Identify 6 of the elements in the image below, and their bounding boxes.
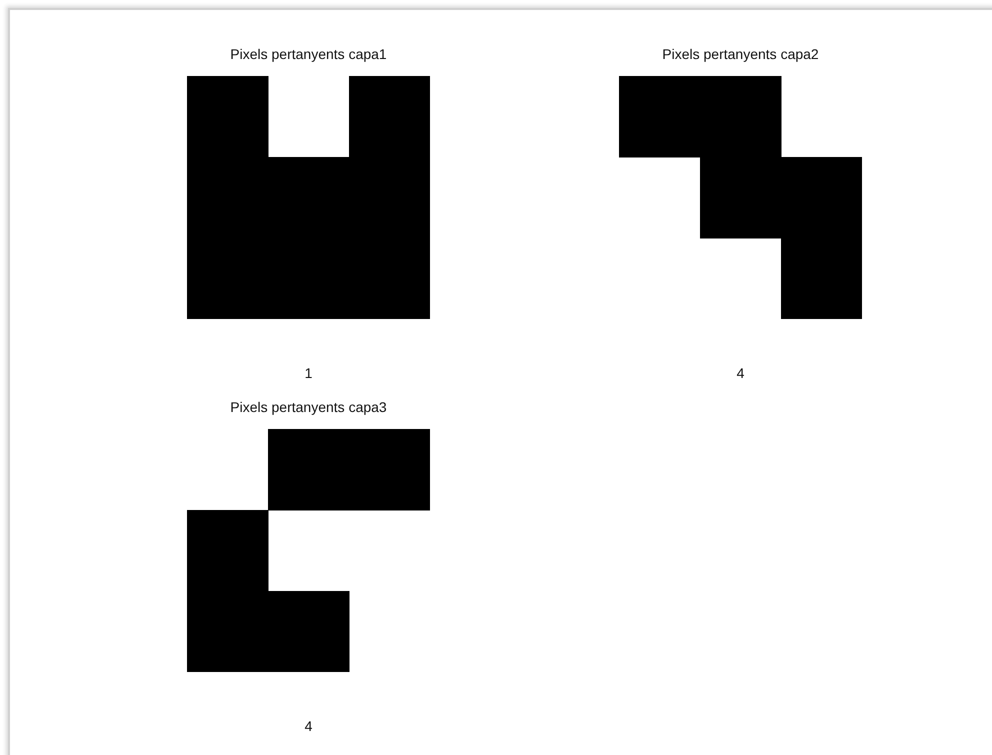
axis-label: 4: [736, 364, 746, 383]
axis-label: 4: [304, 717, 314, 736]
axis-label: 1: [304, 364, 314, 383]
plot-title: Pixels pertanyents capa1: [229, 45, 388, 64]
plot-title: Pixels pertanyents capa3: [229, 398, 388, 417]
plot-title: Pixels pertanyents capa2: [661, 45, 820, 64]
